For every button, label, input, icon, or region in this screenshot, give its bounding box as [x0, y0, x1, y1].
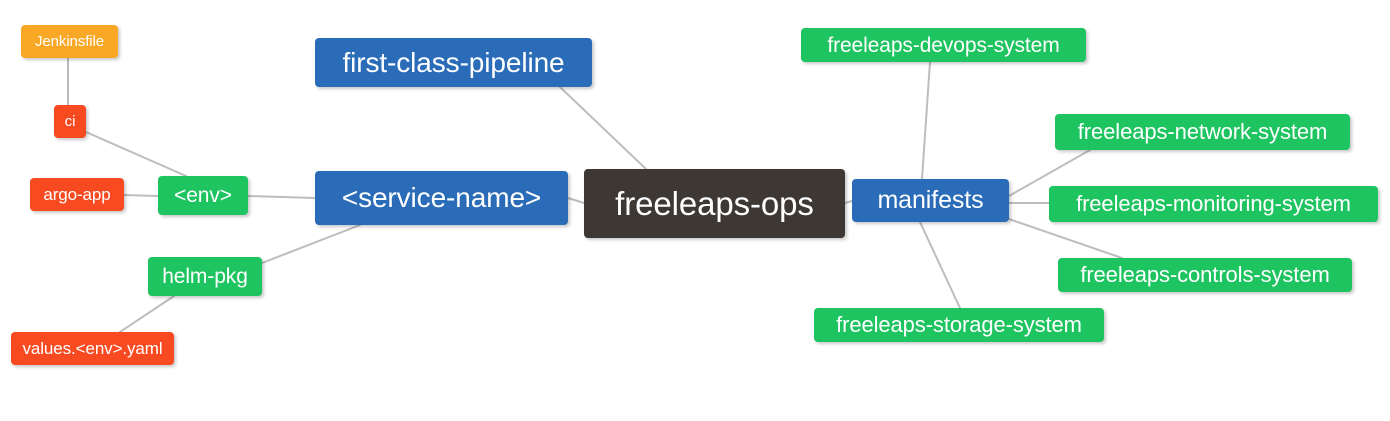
mindmap-node-label: freeleaps-monitoring-system — [1076, 191, 1351, 216]
mindmap-node-freeleaps-storage-system[interactable]: freeleaps-storage-system — [814, 308, 1104, 342]
mindmap-node-argo-app[interactable]: argo-app — [30, 178, 124, 211]
mindmap-edge-service-name-to-helm-pkg — [261, 224, 361, 264]
mindmap-node-label: <env> — [174, 184, 232, 207]
mindmap-node-label: <service-name> — [341, 182, 542, 213]
mindmap-node-freeleaps-monitoring-system[interactable]: freeleaps-monitoring-system — [1049, 186, 1378, 222]
mindmap-node-ci[interactable]: ci — [54, 105, 86, 138]
mindmap-edge-helm-pkg-to-values-yaml — [119, 295, 175, 333]
mindmap-node-label: freeleaps-network-system — [1077, 119, 1328, 144]
mindmap-node-env[interactable]: <env> — [158, 176, 248, 215]
mindmap-node-label: manifests — [877, 186, 984, 214]
mindmap-node-freeleaps-network-system[interactable]: freeleaps-network-system — [1055, 114, 1350, 150]
mindmap-edge-env-to-argo-app — [123, 194, 159, 197]
mindmap-node-freeleaps-ops[interactable]: freeleaps-ops — [584, 169, 845, 238]
mindmap-node-label: first-class-pipeline — [342, 46, 565, 78]
mindmap-node-label: helm-pkg — [162, 265, 248, 288]
mindmap-edge-manifests-to-freeleaps-storage-system — [919, 221, 961, 309]
mindmap-node-service-name[interactable]: <service-name> — [315, 171, 568, 225]
mindmap-node-manifests[interactable]: manifests — [852, 179, 1009, 222]
mindmap-edge-freeleaps-ops-to-manifests — [844, 200, 853, 204]
mindmap-node-label: Jenkinsfile — [35, 33, 104, 50]
mindmap-node-label: freeleaps-storage-system — [836, 312, 1082, 337]
mindmap-node-label: freeleaps-ops — [615, 185, 814, 222]
mindmap-node-helm-pkg[interactable]: helm-pkg — [148, 257, 262, 296]
mindmap-edge-service-name-to-env — [247, 195, 316, 199]
mindmap-node-label: freeleaps-controls-system — [1080, 262, 1330, 287]
mindmap-edge-manifests-to-freeleaps-controls-system — [1008, 218, 1123, 259]
mindmap-node-freeleaps-controls-system[interactable]: freeleaps-controls-system — [1058, 258, 1352, 292]
mindmap-node-label: values.<env>.yaml — [22, 339, 163, 358]
mindmap-node-values-yaml[interactable]: values.<env>.yaml — [11, 332, 174, 365]
mindmap-node-first-class-pipeline[interactable]: first-class-pipeline — [315, 38, 592, 87]
mindmap-node-freeleaps-devops-system[interactable]: freeleaps-devops-system — [801, 28, 1086, 62]
mindmap-edge-manifests-to-freeleaps-devops-system — [921, 61, 931, 180]
mindmap-node-jenkinsfile[interactable]: Jenkinsfile — [21, 25, 118, 58]
mindmap-edge-env-to-ci — [85, 131, 187, 177]
mindmap-edge-freeleaps-ops-to-service-name — [567, 197, 585, 204]
mindmap-node-label: argo-app — [43, 185, 111, 204]
mindmap-node-label: ci — [64, 113, 76, 130]
mindmap-edge-freeleaps-ops-to-first-class-pipeline — [559, 86, 647, 170]
mindmap-node-label: freeleaps-devops-system — [827, 33, 1060, 57]
